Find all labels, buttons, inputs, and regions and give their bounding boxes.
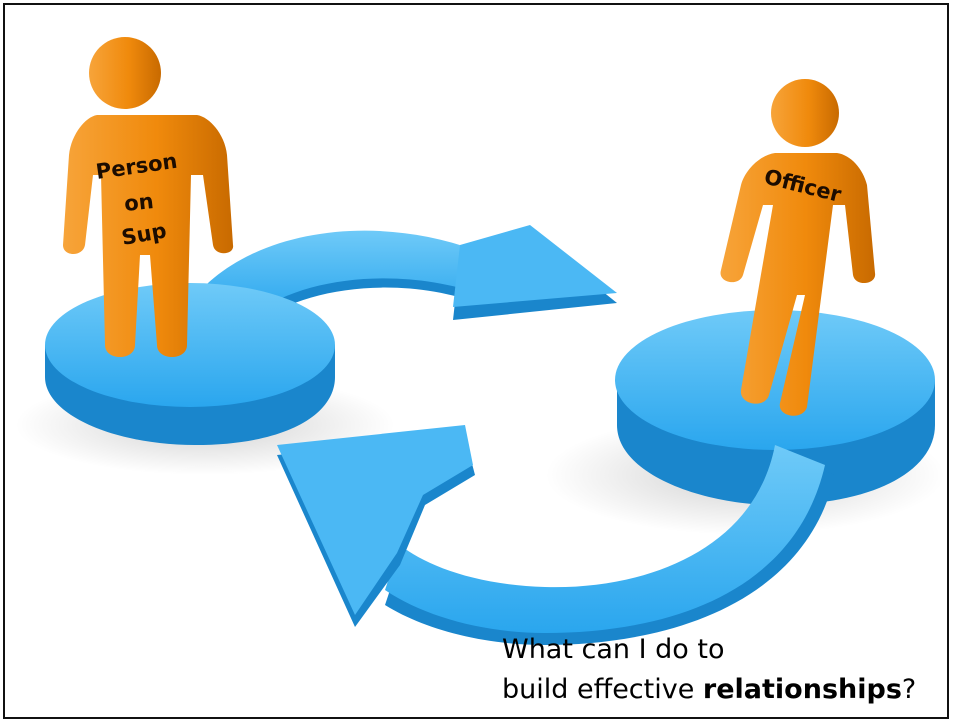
- person-label-line-2: on: [123, 189, 155, 216]
- lower-arrow: [277, 425, 835, 645]
- caption-emphasis: relationships: [702, 674, 902, 705]
- caption: What can I do to build effective relatio…: [502, 630, 916, 710]
- officer-figure: Officer: [720, 79, 876, 416]
- person-on-sup-figure: Person on Sup: [63, 37, 234, 357]
- caption-line-2-start: build effective: [502, 674, 703, 705]
- right-platform: [615, 310, 935, 505]
- slide: Person on Sup Officer What can I do to b…: [3, 3, 949, 719]
- caption-line-2-end: ?: [901, 674, 917, 705]
- caption-line-1: What can I do to: [502, 634, 725, 665]
- relationship-cycle-illustration: Person on Sup Officer: [15, 37, 945, 645]
- caption-line-2: build effective relationships?: [502, 670, 916, 710]
- left-platform: [45, 283, 335, 445]
